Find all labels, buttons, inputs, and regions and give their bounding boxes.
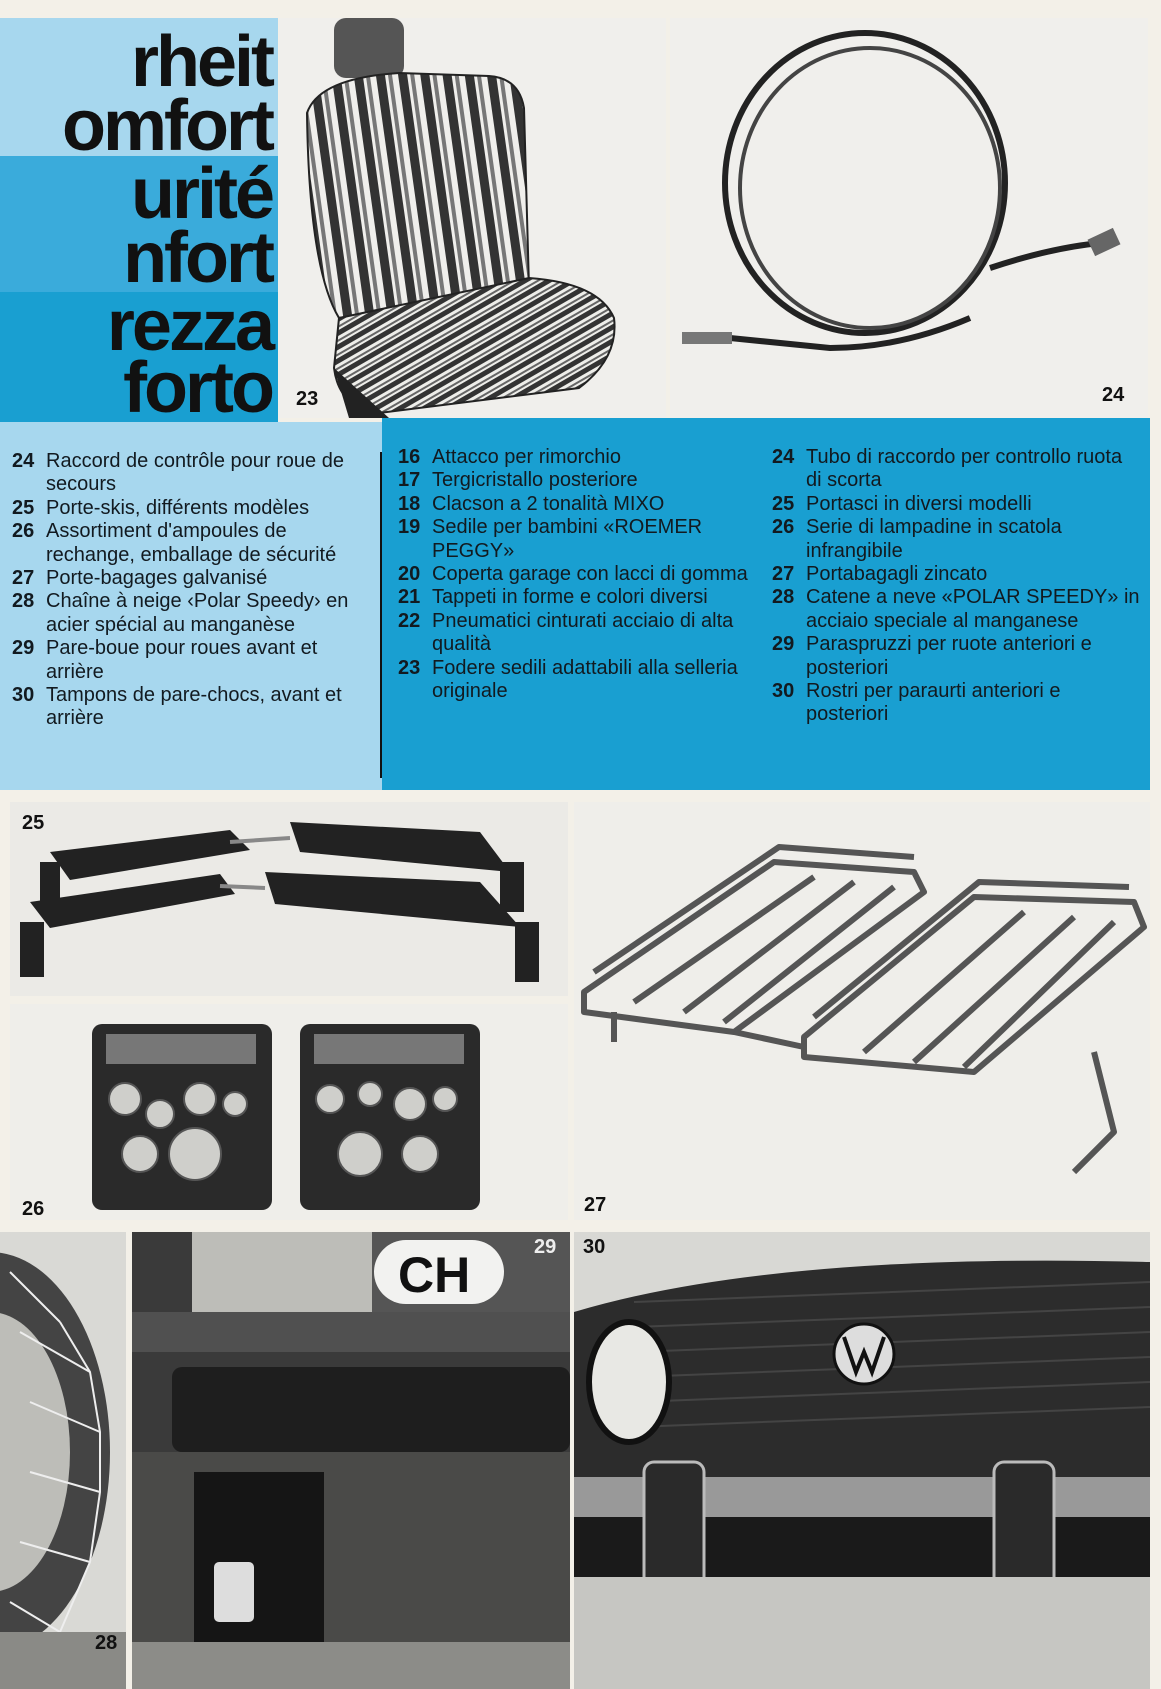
list-band-italian-bg	[382, 418, 1150, 790]
photo-mud-flap: CH	[132, 1232, 570, 1689]
photo-seat-cover	[279, 18, 666, 418]
title-french-line2: nfort	[123, 218, 275, 292]
photo-number-25: 25	[22, 812, 45, 834]
snow-chain-illustration	[0, 1232, 126, 1689]
photo-roof-rack	[574, 802, 1150, 1220]
ski-rack-illustration	[20, 822, 539, 982]
photo-number-26: 26	[22, 1198, 45, 1220]
photo-number-28: 28	[95, 1632, 118, 1654]
photo-number-23: 23	[296, 388, 319, 410]
title-italian-line1: rezza	[106, 292, 275, 366]
photo-snow-chain	[0, 1232, 126, 1689]
title-band-french: urité nfort	[0, 156, 278, 292]
title-band-italian: rezza forto	[0, 292, 278, 422]
photo-bulb-kits	[10, 1004, 568, 1220]
roof-rack-illustration	[581, 844, 1147, 1175]
seat-illustration	[305, 18, 616, 418]
country-plate-text: CH	[398, 1247, 471, 1303]
hose-illustration	[682, 30, 1121, 352]
column-divider	[380, 452, 382, 778]
photo-number-24: 24	[1102, 384, 1125, 406]
photo-ski-racks	[10, 802, 568, 996]
photo-number-27: 27	[584, 1194, 607, 1216]
mud-flap-illustration	[132, 1232, 570, 1689]
photo-spare-wheel-hose	[670, 18, 1148, 418]
title-german-line1: rheit	[130, 22, 275, 102]
title-french-line1: urité	[130, 156, 275, 234]
photo-number-30: 30	[583, 1236, 606, 1258]
list-band-french-bg	[0, 422, 382, 790]
photo-number-29: 29	[534, 1236, 557, 1258]
title-italian-line2: forto	[123, 348, 275, 422]
bumper-illustration	[574, 1232, 1150, 1689]
bulb-kit-illustration	[92, 1024, 480, 1210]
title-german-line2: omfort	[62, 86, 275, 156]
photo-bumper-guards	[574, 1232, 1150, 1689]
title-band-german: rheit omfort	[0, 18, 278, 156]
